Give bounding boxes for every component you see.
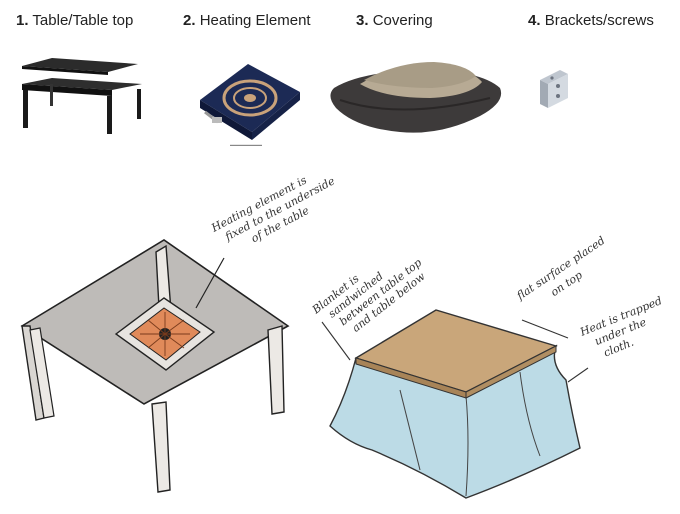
heating-element-photo: ▬▬▬▬▬▬▬▬ xyxy=(200,64,300,147)
annotation-flat-surface: flat surface placed on top xyxy=(514,234,608,303)
kotatsu-sketch xyxy=(321,309,589,499)
svg-text:▬▬▬▬▬▬▬▬: ▬▬▬▬▬▬▬▬ xyxy=(230,142,262,147)
table-photo xyxy=(22,58,142,134)
annotation-heating: Heating element is fixed to the undersid… xyxy=(208,173,337,245)
bracket-photo xyxy=(540,70,568,108)
annotation-heat-trapped: Heat is trapped under the cloth. xyxy=(577,294,664,359)
covering-photo xyxy=(330,62,502,133)
part-label-brackets: 4. Brackets/screws xyxy=(528,12,654,29)
part-label-covering: 3. Covering xyxy=(356,12,433,29)
part-label-heating-element: 2. Heating Element xyxy=(183,12,311,29)
table-sketch xyxy=(20,239,290,493)
part-label-table: 1. Table/Table top xyxy=(16,12,134,29)
